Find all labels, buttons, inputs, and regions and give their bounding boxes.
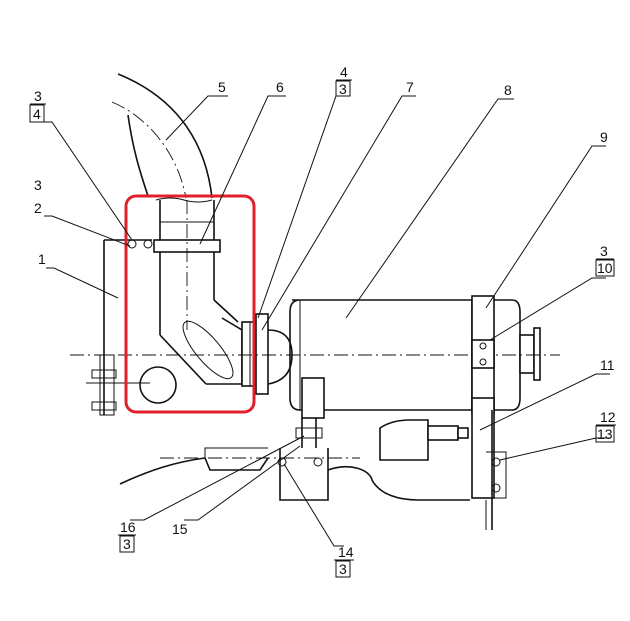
callout-3: 3 [34,177,42,193]
highlight-box [124,194,256,414]
callout-sublabel: 13 [597,426,613,442]
callout-label: 14 [338,544,354,560]
callout-12-13: 12 13 [595,409,616,443]
callout-8: 8 [504,82,512,98]
callout-label: 7 [406,79,414,95]
callout-5: 5 [218,79,226,95]
callout-label: 3 [34,88,42,104]
callout-11: 11 [600,357,615,373]
front-support-parts-14-16 [277,418,329,501]
callout-label: 4 [340,64,348,80]
callout-sublabel: 10 [597,260,613,276]
strap-part-9 [471,339,495,369]
callout-label: 15 [172,521,188,537]
callout-label: 6 [276,79,284,95]
callout-15: 15 [172,521,188,537]
callout-label: 1 [38,251,46,267]
callout-1: 1 [38,251,46,267]
callout-14-3: 14 3 [334,544,354,578]
callout-label: 11 [600,357,615,373]
elbow-pipe-part-6 [139,200,243,404]
callout-6: 6 [276,79,284,95]
callout-label: 3 [600,243,608,259]
callout-9: 9 [600,129,608,145]
intake-pipe-part-5 [111,73,213,203]
callout-3-4: 3 4 [29,88,46,123]
callout-sublabel: 3 [339,561,347,577]
callout-label: 12 [600,409,616,425]
callout-label: 16 [120,519,136,535]
callout-label: 2 [34,200,42,216]
callout-3-10: 3 10 [595,243,615,277]
callout-sublabel: 4 [33,106,41,122]
callout-label: 3 [34,177,42,193]
callout-sublabel: 3 [339,81,347,97]
callout-7: 7 [406,79,414,95]
callout-2: 2 [34,200,42,216]
callout-4-3: 4 3 [335,64,352,97]
engine-frame-outline [119,419,470,501]
callout-label: 9 [600,129,608,145]
callout-16-3: 16 3 [118,519,136,553]
support-bracket-part-11 [471,397,507,530]
leader-lines [44,95,610,547]
callout-label: 8 [504,82,512,98]
callout-label: 5 [218,79,226,95]
callout-sublabel: 3 [123,536,131,552]
